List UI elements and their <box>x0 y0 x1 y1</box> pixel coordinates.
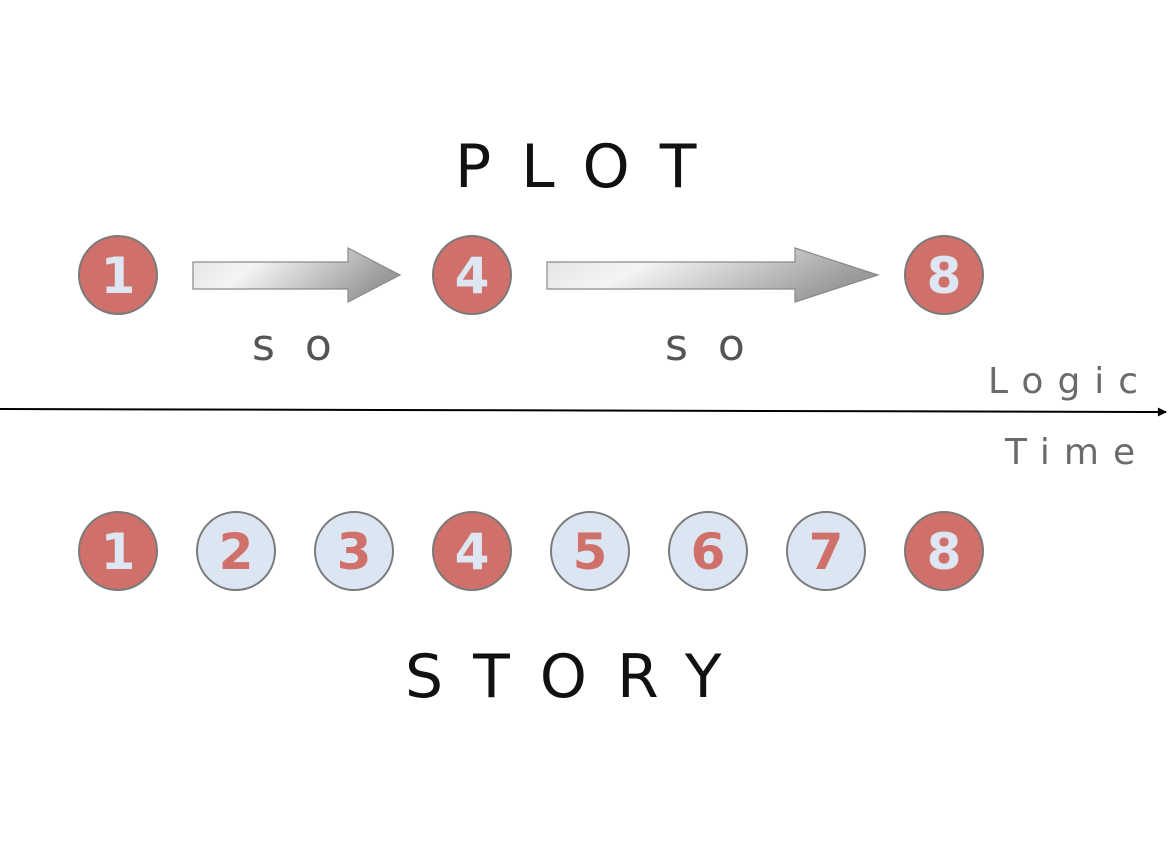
plot-connector-label-1: so <box>252 320 362 371</box>
story-row: 1 2 3 4 5 6 7 8 <box>78 511 984 591</box>
story-node-6: 6 <box>668 511 748 591</box>
story-title: STORY <box>405 642 751 712</box>
plot-arrow-1 <box>192 247 402 303</box>
story-node-label: 5 <box>573 523 608 581</box>
plot-title: PLOT <box>455 132 726 202</box>
axis-label-time: Time <box>1004 432 1149 473</box>
story-node-label: 2 <box>219 523 254 581</box>
story-node-label: 7 <box>809 523 844 581</box>
story-node-5: 5 <box>550 511 630 591</box>
axis-label-logic: Logic <box>988 361 1152 402</box>
story-node-label: 1 <box>101 523 136 581</box>
story-node-2: 2 <box>196 511 276 591</box>
story-node-8: 8 <box>904 511 984 591</box>
story-node-label: 3 <box>337 523 372 581</box>
story-node-label: 6 <box>691 523 726 581</box>
plot-arrow-2 <box>546 247 880 303</box>
story-node-label: 4 <box>455 523 490 581</box>
story-node-1: 1 <box>78 511 158 591</box>
plot-node-label: 4 <box>455 247 490 305</box>
logic-time-axis <box>0 407 1167 417</box>
plot-node-4: 4 <box>432 235 512 315</box>
plot-connector-label-2: so <box>665 320 775 371</box>
story-node-7: 7 <box>786 511 866 591</box>
plot-node-label: 8 <box>927 247 962 305</box>
story-node-label: 8 <box>927 523 962 581</box>
story-node-4: 4 <box>432 511 512 591</box>
story-node-3: 3 <box>314 511 394 591</box>
plot-node-label: 1 <box>101 247 136 305</box>
plot-node-8: 8 <box>904 235 984 315</box>
plot-node-1: 1 <box>78 235 158 315</box>
